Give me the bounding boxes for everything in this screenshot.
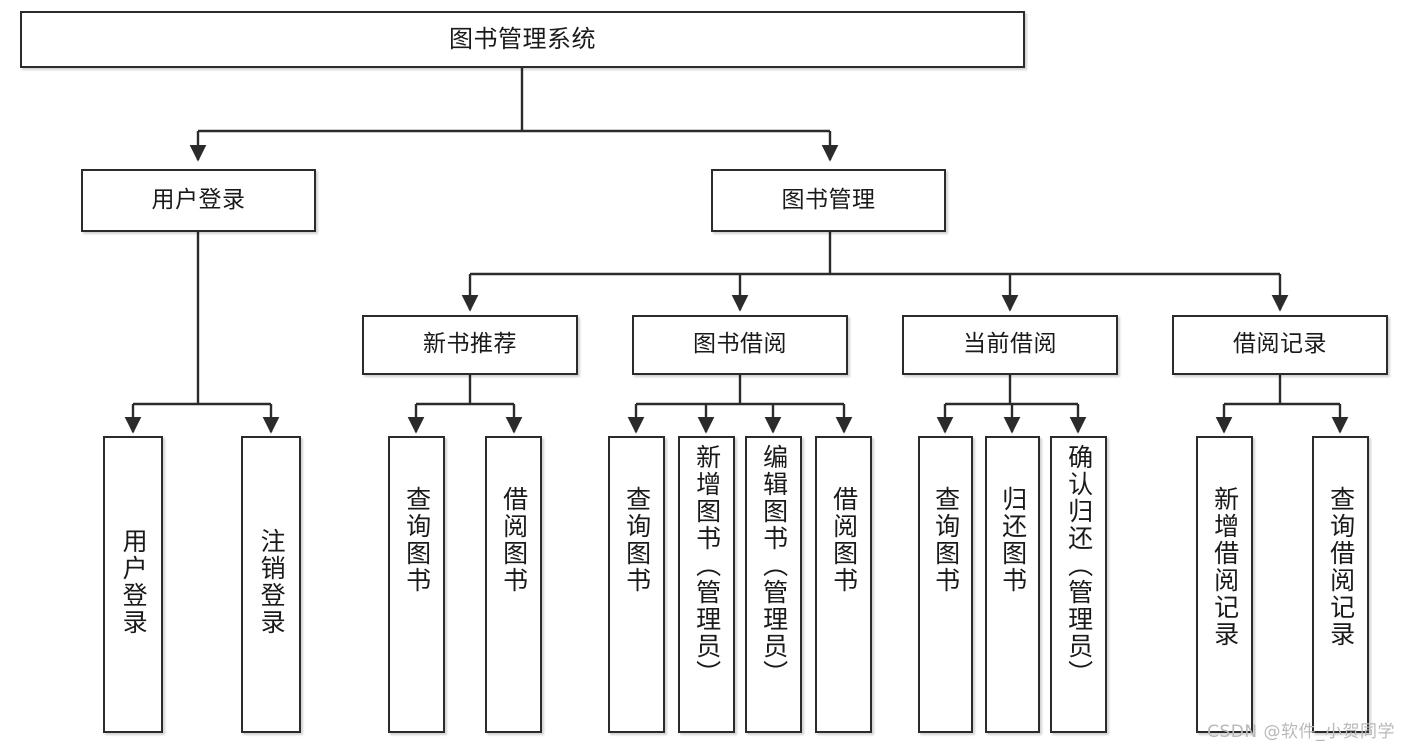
node-leaf-query-borrow-record[interactable]: 查询借阅记录 [1312,436,1369,733]
node-leaf-query-book-borrow[interactable]: 查询图书 [608,436,665,733]
node-label: 图书管理系统 [449,25,596,54]
node-label: 借阅记录 [1233,331,1327,358]
node-leaf-return-book[interactable]: 归还图书 [985,436,1040,733]
node-leaf-add-book-admin[interactable]: 新增图书（管理员） [678,436,735,733]
node-current-borrow[interactable]: 当前借阅 [902,315,1118,375]
node-label: 注销登录 [257,528,287,636]
node-label: 新增图书（管理员） [692,444,722,687]
node-label: 借阅图书 [499,486,529,594]
node-leaf-query-book-current[interactable]: 查询图书 [918,436,973,733]
node-label: 新书推荐 [423,331,517,358]
node-label: 查询图书 [931,486,961,594]
node-book-borrow[interactable]: 图书借阅 [632,315,848,375]
node-leaf-query-book-recommend[interactable]: 查询图书 [388,436,445,733]
node-label: 编辑图书（管理员） [759,444,789,687]
node-borrow-record[interactable]: 借阅记录 [1172,315,1388,375]
node-new-book-recommend[interactable]: 新书推荐 [362,315,578,375]
node-label: 归还图书 [998,486,1028,594]
node-book-management[interactable]: 图书管理 [711,169,946,232]
node-leaf-borrow-book[interactable]: 借阅图书 [815,436,872,733]
node-label: 图书借阅 [693,331,787,358]
node-label: 当前借阅 [963,331,1057,358]
node-label: 图书管理 [781,186,876,213]
node-label: 新增借阅记录 [1210,486,1240,648]
node-root-system[interactable]: 图书管理系统 [20,11,1025,68]
node-label: 借阅图书 [829,486,859,594]
node-label: 查询图书 [402,486,432,594]
node-label: 用户登录 [119,528,149,636]
node-leaf-edit-book-admin[interactable]: 编辑图书（管理员） [745,436,802,733]
node-leaf-user-logout[interactable]: 注销登录 [241,436,301,733]
watermark-text: CSDN @软件_小贺同学 [1207,722,1395,742]
node-leaf-add-borrow-record[interactable]: 新增借阅记录 [1196,436,1253,733]
node-leaf-borrow-book-recommend[interactable]: 借阅图书 [485,436,542,733]
node-user-login[interactable]: 用户登录 [81,169,316,232]
node-label: 确认归还（管理员） [1064,444,1094,687]
node-leaf-confirm-return-admin[interactable]: 确认归还（管理员） [1050,436,1107,733]
node-leaf-user-login[interactable]: 用户登录 [103,436,163,733]
node-label: 用户登录 [151,186,246,213]
node-label: 查询图书 [622,486,652,594]
node-label: 查询借阅记录 [1326,486,1356,648]
